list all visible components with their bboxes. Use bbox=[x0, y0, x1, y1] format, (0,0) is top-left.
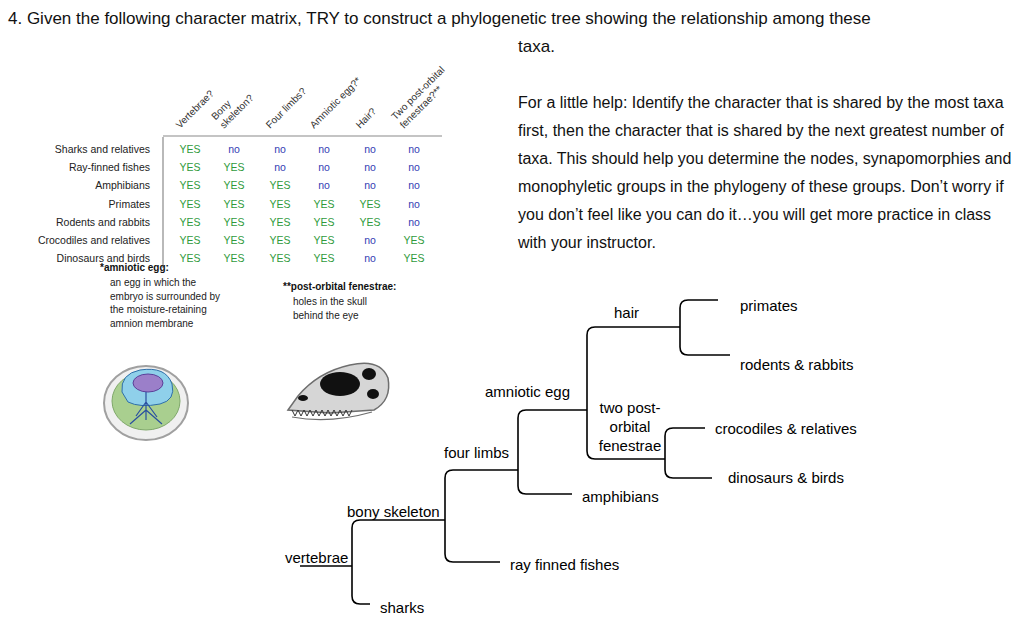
skull-illustration bbox=[288, 363, 389, 419]
table-cell: no bbox=[350, 178, 390, 192]
table-cell: YES bbox=[260, 251, 300, 265]
table-cell: YES bbox=[170, 142, 210, 156]
table-cell: YES bbox=[170, 197, 210, 211]
table-cell: YES bbox=[214, 251, 254, 265]
amnion bbox=[122, 369, 173, 405]
egg-shell bbox=[104, 366, 188, 440]
table-cell: no bbox=[394, 197, 434, 211]
phylogenetic-tree bbox=[300, 300, 730, 604]
table-cell: YES bbox=[260, 197, 300, 211]
table-cell: YES bbox=[394, 233, 434, 247]
table-cell: no bbox=[260, 142, 300, 156]
question-title: 4. Given the following character matrix,… bbox=[0, 5, 903, 61]
tree-branch bbox=[445, 470, 518, 562]
column-header: Two post-orbital fenestrae?** bbox=[389, 56, 464, 131]
table-cell: YES bbox=[214, 233, 254, 247]
table-cell: YES bbox=[304, 251, 344, 265]
table-cell: no bbox=[350, 251, 390, 265]
table-cell: YES bbox=[214, 215, 254, 229]
table-cell: YES bbox=[304, 233, 344, 247]
tree-label: hair bbox=[614, 303, 639, 322]
jaw-line bbox=[292, 412, 372, 420]
footnote-term: *amniotic egg: bbox=[100, 262, 169, 273]
table-cell: no bbox=[350, 142, 390, 156]
fenestra bbox=[362, 368, 376, 380]
column-header: Hair? bbox=[354, 106, 379, 131]
table-cell: YES bbox=[170, 160, 210, 174]
table-cell: YES bbox=[170, 233, 210, 247]
column-header: Four limbs? bbox=[264, 86, 309, 131]
tree-label: two post-orbital fenestrae bbox=[592, 398, 668, 455]
table-cell: no bbox=[350, 160, 390, 174]
table-cell: YES bbox=[214, 197, 254, 211]
table-cell: YES bbox=[304, 215, 344, 229]
tree-label: ray finned fishes bbox=[510, 555, 619, 574]
tree-label: amniotic egg bbox=[485, 382, 570, 401]
taxon-row-label: Sharks and relatives bbox=[0, 142, 150, 156]
table-cell: no bbox=[304, 160, 344, 174]
orbit bbox=[320, 372, 360, 396]
taxon-row-label: Primates bbox=[0, 197, 150, 211]
table-cell: no bbox=[394, 142, 434, 156]
tree-branch bbox=[587, 327, 680, 459]
tree-label: sharks bbox=[380, 598, 424, 617]
table-cell: YES bbox=[260, 178, 300, 192]
footnote-term: **post-orbital fenestrae: bbox=[283, 281, 396, 292]
table-cell: YES bbox=[350, 215, 390, 229]
tree-label: bony skeleton bbox=[347, 502, 440, 521]
taxon-row-label: Amphibians bbox=[0, 178, 150, 192]
table-cell: YES bbox=[170, 178, 210, 192]
table-cell: no bbox=[304, 178, 344, 192]
tree-label: dinosaurs & birds bbox=[728, 468, 844, 487]
taxon-row-label: Rodents and rabbits bbox=[0, 215, 150, 229]
table-cell: no bbox=[350, 233, 390, 247]
embryo bbox=[133, 374, 163, 392]
table-cell: YES bbox=[214, 178, 254, 192]
table-rule bbox=[163, 135, 442, 136]
table-cell: YES bbox=[260, 215, 300, 229]
table-cell: no bbox=[304, 142, 344, 156]
tree-branch bbox=[518, 410, 587, 494]
taxon-row-label: Crocodiles and relatives bbox=[0, 233, 150, 247]
tree-label: four limbs bbox=[444, 443, 509, 462]
tree-branch bbox=[680, 300, 730, 355]
table-cell: no bbox=[394, 160, 434, 174]
tree-label: vertebrae bbox=[285, 548, 348, 567]
taxon-row-label: Ray-finned fishes bbox=[0, 160, 150, 174]
footnote-definition: holes in the skull behind the eye bbox=[293, 295, 388, 322]
column-header: Vertebrae? bbox=[174, 88, 217, 131]
skull-outline bbox=[288, 363, 389, 413]
table-cell: YES bbox=[170, 251, 210, 265]
tree-branch bbox=[665, 428, 712, 478]
table-cell: YES bbox=[170, 215, 210, 229]
table-cell: YES bbox=[350, 197, 390, 211]
tree-label: amphibians bbox=[582, 487, 659, 506]
table-cell: no bbox=[214, 142, 254, 156]
teeth bbox=[292, 410, 352, 416]
amniotic-egg-illustration bbox=[104, 366, 188, 440]
table-cell: YES bbox=[260, 233, 300, 247]
table-cell: no bbox=[260, 160, 300, 174]
blood-vessels bbox=[130, 392, 162, 424]
table-rule bbox=[162, 137, 163, 268]
fenestra bbox=[367, 389, 379, 399]
nostril bbox=[298, 395, 308, 401]
footnote-definition: an egg in which the embryo is surrounded… bbox=[110, 276, 232, 330]
table-cell: YES bbox=[214, 160, 254, 174]
tree-label: rodents & rabbits bbox=[740, 355, 853, 374]
table-cell: no bbox=[394, 215, 434, 229]
tree-label: primates bbox=[740, 296, 798, 315]
help-paragraph: For a little help: Identify the characte… bbox=[518, 89, 1018, 257]
table-cell: YES bbox=[394, 251, 434, 265]
tree-branch bbox=[352, 520, 445, 604]
tree-label: crocodiles & relatives bbox=[715, 419, 857, 438]
table-cell: no bbox=[394, 178, 434, 192]
column-header: Bony skeleton? bbox=[209, 80, 260, 131]
table-cell: YES bbox=[304, 197, 344, 211]
